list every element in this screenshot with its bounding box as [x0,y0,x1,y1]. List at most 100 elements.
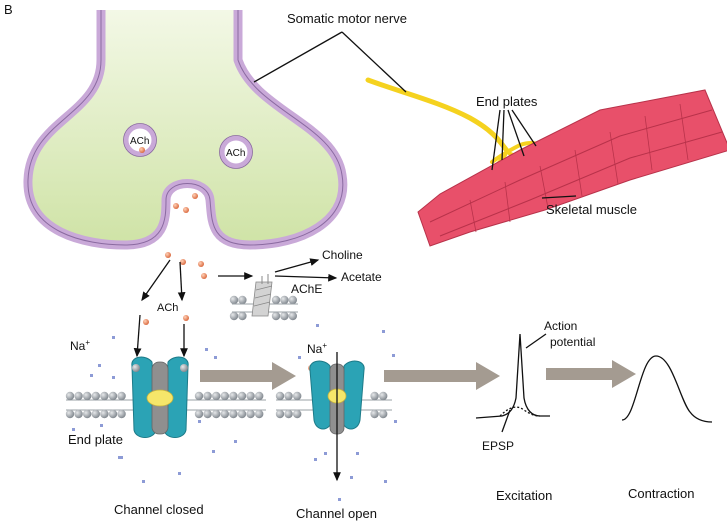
lipid-head [379,409,388,419]
lipid-head [117,409,126,419]
sodium-ion [384,480,387,483]
leader-lines [253,31,577,199]
lipid-head [100,409,109,419]
sodium-ion [90,374,93,377]
choline-label: Choline [322,248,363,262]
ache-enzyme [251,281,273,317]
end-plate-label: End plate [68,432,123,447]
end-plates-label: End plates [476,94,538,109]
sodium-ion [98,364,101,367]
excitation-label: Excitation [496,488,552,503]
contraction-curve [621,355,713,423]
lipid-head [379,391,388,401]
lipid-head [238,295,247,305]
lipid-head [288,295,297,305]
sodium-ions [72,324,397,501]
lipid-head [237,391,247,401]
lipid-head [246,409,255,419]
nicotinic-receptor-open [309,352,365,482]
lipid-head [238,311,247,321]
lipid-head [288,311,297,321]
sodium-ion [212,450,215,453]
sodium-label: Na+ [307,341,327,356]
lipid-head [194,409,204,419]
ach-binding-arrows [133,258,338,358]
lipid-head [83,391,92,401]
ache-label: AChE [291,282,322,296]
sodium-ion [214,356,217,359]
lipid-head [275,409,285,419]
panel-label: B [4,2,13,17]
lipid-head [246,391,255,401]
sodium-ion [382,330,385,333]
sodium-ion [178,472,181,475]
action-potential-label: potential [550,335,595,349]
lipid-head [65,409,75,419]
channel-closed-label: Channel closed [114,502,204,517]
lipid-head [370,391,379,401]
lipid-head [203,409,212,419]
lipid-head [117,391,126,401]
sodium-ion [234,440,237,443]
lipid-head [65,391,75,401]
ach-vesicle-label: ACh [130,136,149,147]
sodium-ion [118,456,121,459]
epsp-label: EPSP [482,439,514,453]
sodium-ion [350,476,353,479]
ache-membrane [229,274,298,321]
ach-vesicle-label: ACh [226,148,245,159]
lipid-head [74,409,83,419]
sodium-ion [198,420,201,423]
somatic-motor-nerve-label: Somatic motor nerve [287,11,407,26]
action-potential-trace [475,333,550,433]
ach-vesicle: ACh [219,135,253,169]
lipid-head [74,391,83,401]
sodium-ion [72,428,75,431]
lipid-head [255,409,264,419]
sodium-ion [314,458,317,461]
sodium-ion [100,424,103,427]
sodium-ion [142,480,145,483]
lipid-head [100,391,109,401]
sodium-ion [298,356,301,359]
lipid-head [271,295,281,305]
lipid-head [237,409,247,419]
sodium-ion [392,354,395,357]
lipid-head [293,409,302,419]
lipid-head [220,409,229,419]
contraction-label: Contraction [628,486,694,501]
lipid-head [108,409,118,419]
lipid-head [220,391,229,401]
sodium-ion [338,498,341,501]
lipid-head [293,391,302,401]
sodium-ion [394,420,397,423]
acetate-label: Acetate [341,270,382,284]
membrane-lipid-heads [65,391,388,419]
lipid-head [284,409,293,419]
sodium-label: Na+ [70,338,90,353]
sodium-ion [316,324,319,327]
lipid-head [229,391,238,401]
sodium-ion [112,336,115,339]
nicotinic-receptor-closed [131,356,189,438]
lipid-head [91,409,101,419]
ach-vesicle: ACh [123,123,157,157]
sodium-ion [120,456,123,459]
lipid-head [280,311,289,321]
action-potential-label: Action [544,319,577,333]
skeletal-muscle [417,89,727,247]
lipid-head [370,409,379,419]
lipid-head [229,311,239,321]
sodium-ion [356,452,359,455]
lipid-head [275,391,285,401]
nerve-terminal [23,10,348,250]
sodium-ion [205,348,208,351]
lipid-head [194,391,204,401]
ach-release-label: ACh [157,302,178,314]
process-arrows [200,360,636,390]
lipid-head [203,391,212,401]
lipid-head [229,295,239,305]
lipid-head [91,391,101,401]
lipid-head [83,409,92,419]
